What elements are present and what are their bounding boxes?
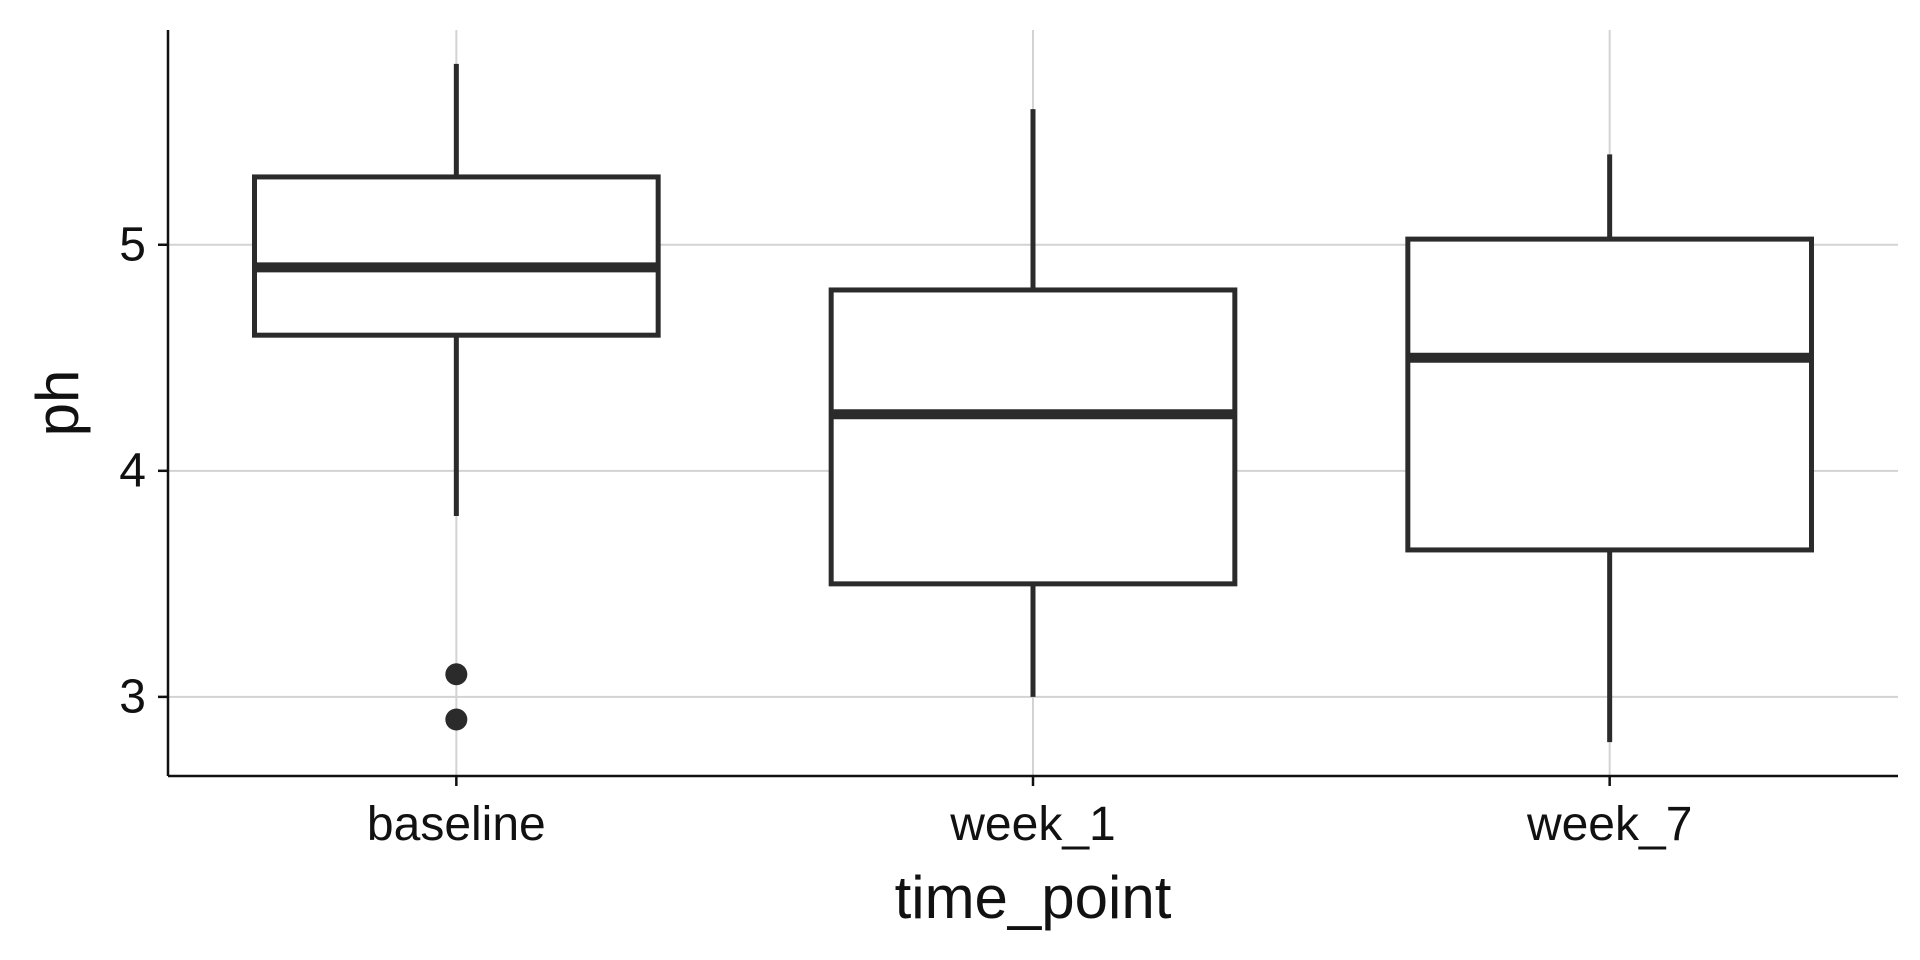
box-iqr [828,287,1238,587]
outlier-point [445,708,468,731]
box-group-baseline [252,63,661,731]
box-group-week_7 [1405,154,1815,743]
y-tick-label: 3 [119,670,146,723]
y-tick-label: 5 [119,218,146,271]
x-axis-title: time_point [895,864,1172,931]
box-group-week_1 [828,109,1238,697]
x-tick-label: baseline [367,798,546,851]
box-iqr [1405,236,1815,553]
y-axis-title: ph [24,370,91,437]
x-tick-label: week_7 [1526,798,1692,851]
x-tick-label: week_1 [949,798,1115,851]
box-iqr [252,174,661,338]
y-tick-label: 4 [119,444,146,497]
tick-labels: 3 4 5 baseline week_1 week_7 [119,218,1692,851]
outlier-point [445,663,468,686]
box-plot-boxes [252,63,1815,743]
